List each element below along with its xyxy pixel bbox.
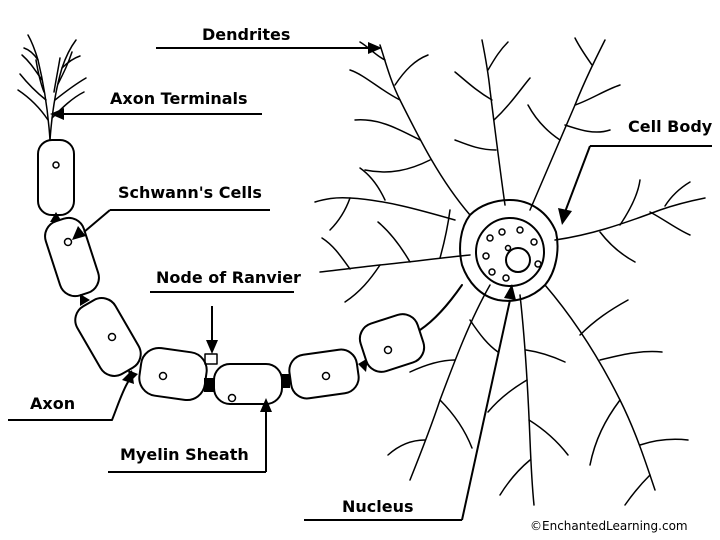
dendrite-tree — [314, 37, 706, 506]
label-myelin-sheath: Myelin Sheath — [120, 445, 249, 464]
schwann-cell-2 — [44, 216, 100, 298]
label-node-of-ranvier-group: Node of Ranvier — [150, 268, 301, 354]
label-nucleus-group: Nucleus — [304, 284, 516, 521]
label-node-of-ranvier: Node of Ranvier — [156, 268, 301, 287]
label-myelin-sheath-group: Myelin Sheath — [108, 398, 272, 473]
myelin-sheath — [37, 139, 463, 405]
label-axon-group: Axon — [8, 370, 134, 421]
schwann-cell-7 — [358, 313, 426, 373]
label-dendrites-group: Dendrites — [156, 25, 382, 54]
label-cell-body-group: Cell Body — [558, 117, 713, 225]
label-dendrites: Dendrites — [202, 25, 290, 44]
label-axon-terminals-group: Axon Terminals — [50, 89, 262, 120]
schwann-cell-4 — [138, 346, 208, 402]
axon-terminals — [17, 34, 87, 141]
label-cell-body: Cell Body — [628, 117, 713, 136]
label-axon-terminals: Axon Terminals — [110, 89, 248, 108]
label-schwanns-cells-group: Schwann's Cells — [72, 183, 270, 240]
label-schwanns-cells: Schwann's Cells — [118, 183, 262, 202]
nucleus-shape — [475, 217, 545, 287]
schwann-cell-6 — [288, 348, 360, 400]
schwann-cell-5 — [213, 363, 283, 405]
label-axon: Axon — [30, 394, 75, 413]
credit-text: ©EnchantedLearning.com — [530, 519, 688, 533]
cell-body — [459, 199, 559, 302]
label-nucleus: Nucleus — [342, 497, 414, 516]
schwann-cell-1 — [37, 139, 75, 216]
